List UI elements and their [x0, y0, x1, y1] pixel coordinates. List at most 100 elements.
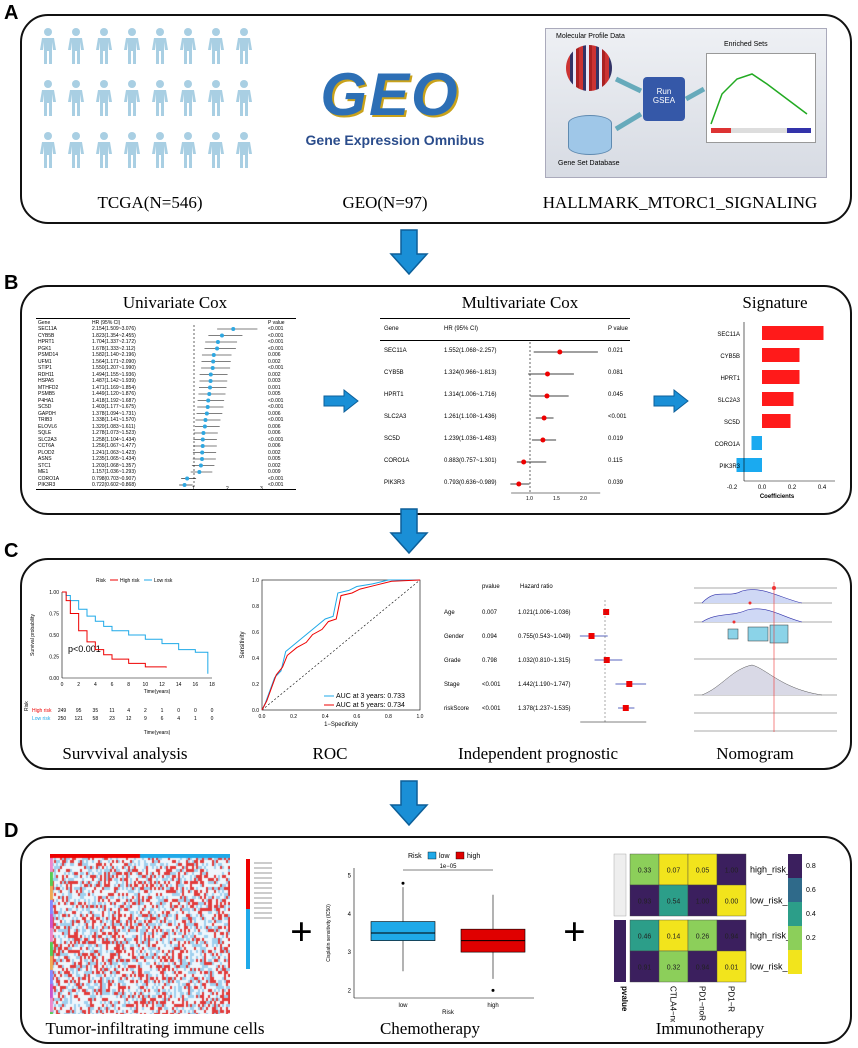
uni-hr-point [200, 450, 205, 455]
uni-gene: SC5D [38, 404, 52, 410]
roc-plot: 0.00.00.20.20.40.40.60.60.80.81.01.0Sens… [240, 578, 424, 728]
uni-p: 0.003 [268, 378, 281, 384]
immuno-group-bar-b [614, 920, 626, 982]
immuno-col-label: PD1−R [727, 986, 736, 1012]
multi-p: 0.039 [608, 480, 624, 486]
roc-y-tick: 0.8 [252, 604, 259, 610]
person-icon [68, 80, 84, 116]
person-icon [152, 132, 168, 168]
km-y-tick: 1.00 [49, 590, 59, 596]
person-icon [124, 80, 140, 116]
survival-caption: Survvival analysis [62, 744, 188, 763]
geo-logo-text: GEO [320, 61, 460, 128]
km-pvalue: p<0.001 [68, 644, 101, 654]
panel-d-label: D [4, 820, 19, 842]
uni-gene: P4HA1 [38, 397, 54, 404]
uni-p: 0.002 [268, 449, 281, 456]
gsea-molecular-label: Molecular Profile Data [556, 33, 625, 40]
uni-gene: ME1 [38, 469, 49, 475]
uni-hr-point [208, 385, 213, 390]
person-icon [208, 28, 224, 64]
chemo-legend-title: Risk [408, 853, 422, 860]
roc-y-tick: 1.0 [252, 578, 259, 584]
immuno-cell [687, 853, 718, 886]
risk-count: 35 [93, 708, 99, 714]
multi-gene: PIK3R3 [384, 480, 405, 486]
immuno-scale-segment [788, 950, 802, 974]
geo-logo-subtitle: Gene Expression Omnibus [305, 132, 485, 148]
uni-p: 0.006 [268, 352, 281, 358]
person-icon [180, 80, 196, 116]
immuno-row-label: low_risk_p [750, 896, 793, 906]
multi-gene: SEC11A [384, 348, 407, 354]
signature-gene-label: HPRT1 [720, 376, 740, 382]
tcga-patient-icons [40, 28, 252, 168]
risk-count: 0 [194, 708, 197, 714]
uni-gene: SLC2A3 [38, 436, 57, 443]
signature-xlabel: Coefficients [760, 494, 795, 500]
uni-gene: PSMD14 [38, 352, 59, 358]
uni-hr: 1.678(1.333~2.112) [92, 345, 136, 352]
signature-gene-label: PIK3R3 [719, 464, 740, 470]
multi-p: 0.045 [608, 392, 624, 398]
immuno-cell-value: 0.93 [638, 899, 652, 906]
tcga-caption: TCGA(N=546) [97, 193, 203, 212]
roc-x-tick: 0.2 [290, 714, 297, 720]
km-x-tick: 8 [127, 682, 130, 688]
signature-bar [762, 392, 794, 406]
ip-row-p: <0.001 [482, 706, 501, 712]
uni-hr: 0.722(0.602~0.868) [92, 482, 136, 488]
ip-hr-point [603, 657, 610, 663]
uni-p: <0.001 [268, 326, 284, 332]
ip-row-name: Grade [444, 658, 461, 664]
uni-hr: 1.487(1.142~1.939) [92, 378, 136, 384]
roc-x-tick: 1.0 [417, 714, 424, 720]
immuno-cell-value: 0.46 [638, 934, 652, 941]
ip-row-p: <0.001 [482, 682, 501, 688]
immuno-cell-value: 0.94 [725, 934, 739, 941]
arrow-a-to-b [389, 229, 429, 276]
km-y-tick: 0.75 [49, 612, 59, 618]
signature-gene-label: SLC2A3 [718, 398, 741, 404]
roc-frame [261, 579, 421, 711]
immuno-group-bar-p [613, 853, 627, 917]
uni-hr: 1.403(1.177~1.675) [92, 404, 136, 410]
person-icon [96, 80, 112, 116]
signature-gene-label: CYB5B [720, 354, 740, 360]
signature-tick: 0.2 [788, 485, 797, 491]
immuno-col-label: CTLA4−noR [669, 986, 678, 1022]
uni-hr-point [208, 379, 213, 383]
geo-caption: GEO(N=97) [342, 193, 428, 212]
chemo-outlier [401, 881, 405, 885]
uni-hr-point [199, 457, 204, 461]
km-x-tick: 16 [193, 682, 199, 688]
ip-row-hr: 1.021(1.006~1.036) [518, 610, 571, 616]
multi-p: 0.021 [608, 348, 624, 354]
immuno-cell [716, 950, 747, 983]
person-icon [208, 132, 224, 168]
risk-count: 250 [58, 716, 67, 722]
signature-tick: -0.2 [727, 485, 738, 491]
chemo-y-tick: 5 [348, 874, 352, 880]
immuno-cell-value: 0.91 [638, 965, 652, 972]
uni-p: 0.006 [268, 410, 281, 417]
immuno-cell-value: 0.54 [667, 899, 681, 906]
uni-p: 0.006 [268, 423, 281, 430]
risk-row-name: Low risk [32, 716, 51, 722]
chemo-legend-high: high [467, 853, 480, 860]
immuno-cell-value: 0.05 [696, 868, 710, 875]
panel-b-label: B [4, 272, 19, 294]
uni-hr: 1.550(1.207~1.990) [92, 365, 136, 371]
risk-count: 12 [126, 716, 132, 722]
arrow-uni-to-multi [323, 389, 359, 413]
uni-hr-point [197, 470, 202, 474]
uni-hr: 1.157(1.036~1.293) [92, 469, 136, 475]
risk-xlabel: Time(years) [144, 730, 171, 736]
chemo-y-tick: 4 [348, 912, 352, 918]
uni-gene: CCT6A [38, 443, 55, 449]
uni-gene: SQLE [38, 430, 52, 436]
gsea-diagram: Molecular Profile Data Enriched Sets Run… [545, 28, 827, 178]
immuno-scale-segment [788, 878, 802, 902]
